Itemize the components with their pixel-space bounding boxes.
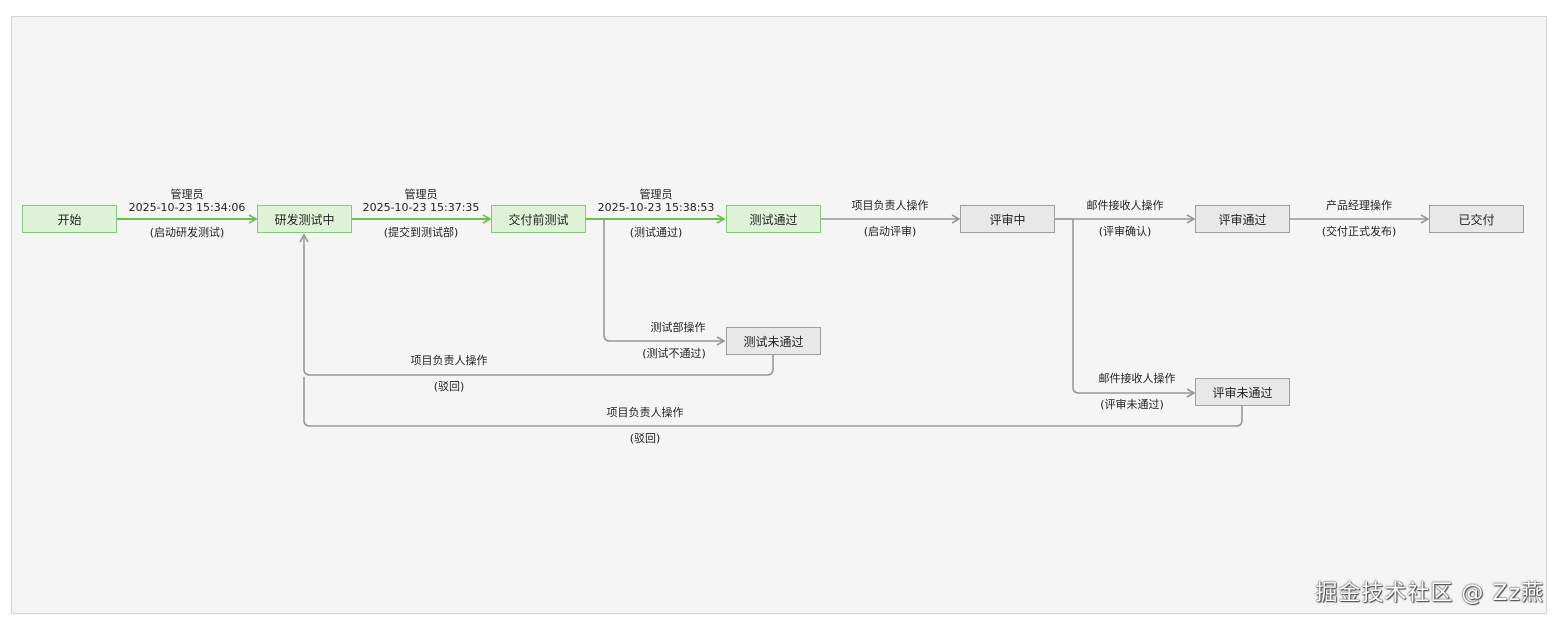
- edge-action-label: (评审确认): [1098, 225, 1152, 238]
- diagram-canvas: 开始 研发测试中 交付前测试 测试通过 评审中 评审通过 已交付 测试未通过 评…: [11, 16, 1547, 614]
- edge-reviewing-to-reviewfailed: [1055, 218, 1196, 398]
- edge-time-label: 2025-10-23 15:34:06: [128, 201, 246, 214]
- watermark: 掘金技术社区 @ Zz燕: [1315, 581, 1544, 606]
- edge-action-label: (评审未通过): [1100, 398, 1164, 411]
- node-pre-delivery-test[interactable]: 交付前测试: [491, 205, 586, 233]
- edge-testfailed-to-dev: [299, 233, 774, 376]
- edge-action-label: (驳回): [433, 380, 465, 393]
- node-test-passed[interactable]: 测试通过: [726, 205, 821, 233]
- edge-action-label: (交付正式发布): [1321, 225, 1397, 238]
- edge-action-label: (启动研发测试): [149, 226, 225, 239]
- node-review-passed[interactable]: 评审通过: [1195, 205, 1290, 233]
- edge-actor-label: 管理员: [404, 188, 438, 201]
- edge-actor-label: 管理员: [639, 188, 673, 201]
- edge-reviewfailed-to-dev: [303, 377, 1243, 427]
- edge-actor-label: 项目负责人操作: [606, 406, 684, 419]
- edge-predelivery-to-testfailed: [602, 218, 726, 346]
- edge-actor-label: 产品经理操作: [1326, 199, 1392, 212]
- node-review-failed[interactable]: 评审未通过: [1195, 378, 1290, 406]
- node-delivered[interactable]: 已交付: [1429, 205, 1524, 233]
- edge-action-label: (测试通过): [629, 226, 683, 239]
- node-dev-testing[interactable]: 研发测试中: [257, 205, 352, 233]
- node-start[interactable]: 开始: [22, 205, 117, 233]
- edge-actor-label: 管理员: [170, 188, 204, 201]
- edge-action-label: (测试不通过): [642, 347, 706, 360]
- edge-layer: [117, 214, 1430, 427]
- edge-action-label: (提交到测试部): [383, 226, 459, 239]
- node-test-failed[interactable]: 测试未通过: [726, 327, 821, 355]
- edge-action-label: (驳回): [629, 432, 661, 445]
- node-reviewing[interactable]: 评审中: [960, 205, 1055, 233]
- edge-time-label: 2025-10-23 15:37:35: [362, 201, 480, 214]
- edge-actor-label: 邮件接收人操作: [1098, 372, 1176, 385]
- edge-action-label: (启动评审): [863, 225, 917, 238]
- edge-time-label: 2025-10-23 15:38:53: [597, 201, 715, 214]
- edge-actor-label: 邮件接收人操作: [1086, 199, 1164, 212]
- edge-actor-label: 测试部操作: [650, 321, 706, 334]
- edge-actor-label: 项目负责人操作: [851, 199, 929, 212]
- edge-actor-label: 项目负责人操作: [410, 354, 488, 367]
